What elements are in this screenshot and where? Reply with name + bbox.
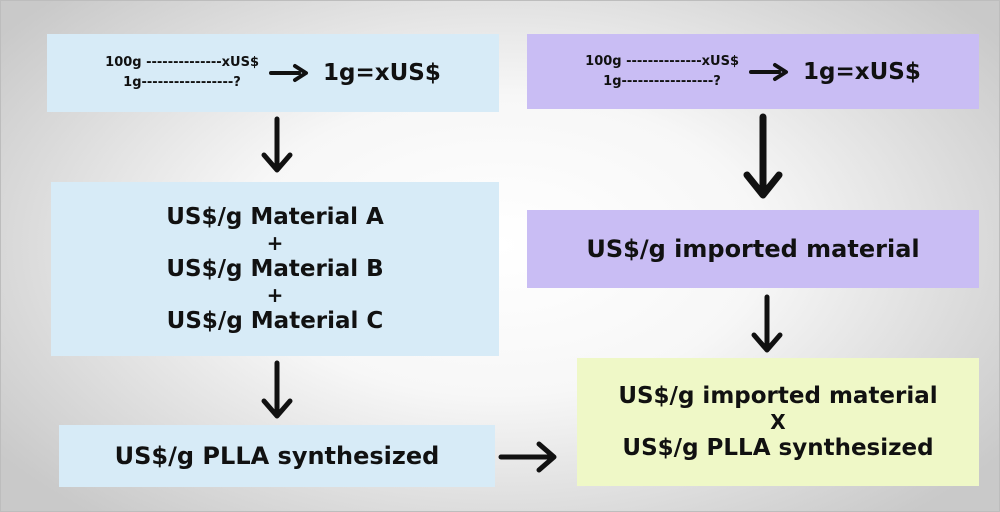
right-calc-line-1: 100g --------------xUS$ [585,53,740,69]
right-calc-lines: 100g --------------xUS$ 1g--------------… [585,52,739,92]
plus-operator-1: + [266,231,284,255]
left-calc-line-2: 1g-----------------? [123,75,241,90]
left-down-arrow-1-icon [261,116,293,173]
right-price-calc-box: 100g --------------xUS$ 1g--------------… [527,34,979,109]
left-plla-synthesized-box: US$/g PLLA synthesized [59,425,495,487]
right-arrow-to-final-icon [498,441,557,473]
right-down-arrow-1-icon [743,113,783,199]
left-calc-arrow-icon [269,64,309,82]
multiply-operator: X [770,410,786,434]
left-down-arrow-2-icon [261,360,293,419]
material-b-label: US$/g Material B [166,256,384,282]
material-c-label: US$/g Material C [166,308,384,334]
final-plla-synthesized-label: US$/g PLLA synthesized [622,435,934,461]
plus-operator-2: + [266,283,284,307]
right-calc-arrow-icon [749,62,789,81]
left-calc-lines: 100g --------------xUS$ 1g--------------… [105,53,259,93]
material-a-label: US$/g Material A [166,204,384,230]
imported-material-label: US$/g imported material [586,235,920,263]
left-calc-result: 1g=xUS$ [323,60,441,86]
left-calc-line-1: 100g --------------xUS$ [105,55,260,70]
left-materials-box: US$/g Material A + US$/g Material B + US… [51,182,499,356]
right-calc-result: 1g=xUS$ [803,58,921,85]
final-imported-material-label: US$/g imported material [618,383,938,409]
plla-synthesized-label: US$/g PLLA synthesized [114,442,440,470]
right-calc-line-2: 1g-----------------? [603,73,721,89]
right-down-arrow-2-icon [751,294,783,353]
imported-material-box: US$/g imported material [527,210,979,288]
left-price-calc-box: 100g --------------xUS$ 1g--------------… [47,34,499,112]
final-cost-box: US$/g imported material X US$/g PLLA syn… [577,358,979,486]
